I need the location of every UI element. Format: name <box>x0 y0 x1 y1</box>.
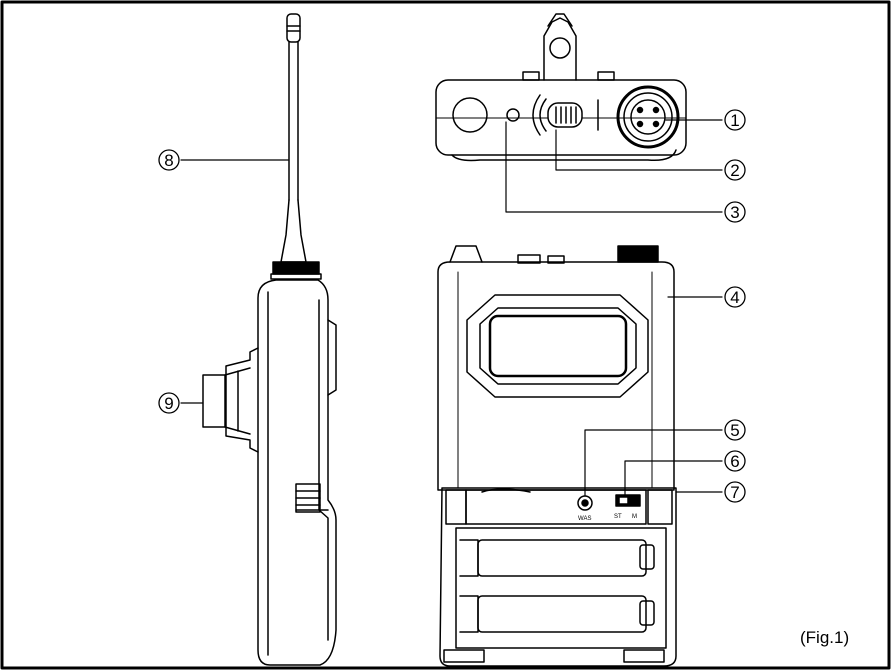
battery-door <box>439 487 677 667</box>
callout-circle-1 <box>724 109 746 131</box>
callout-2: 2 <box>730 161 739 180</box>
callout-circle-4 <box>724 286 746 308</box>
callouts <box>158 109 746 503</box>
switch-label-b: M <box>632 514 637 520</box>
side-view <box>202 13 337 666</box>
antenna-collar <box>272 261 320 275</box>
figure-label: (Fig.1) <box>800 628 850 647</box>
side-button <box>327 319 337 396</box>
front-body <box>437 261 675 491</box>
top-mic-connector <box>616 85 680 149</box>
battery-1 <box>477 539 647 577</box>
top-jack <box>452 97 488 133</box>
top-power-switch <box>547 102 583 128</box>
front-top-connector <box>617 245 659 263</box>
front-display-window <box>466 294 649 398</box>
callout-circle-5 <box>724 419 746 441</box>
callout-circle-3 <box>724 201 746 223</box>
callout-1: 1 <box>730 111 739 130</box>
battery-tray <box>455 527 667 649</box>
callout-circle-8 <box>158 149 180 171</box>
callout-circle-6 <box>724 450 746 472</box>
callout-circle-2 <box>724 159 746 181</box>
switch-label-a: ST <box>614 514 622 520</box>
callout-7: 7 <box>730 483 739 502</box>
callout-3: 3 <box>730 203 739 222</box>
callout-4: 4 <box>730 288 739 307</box>
top-led <box>506 108 520 122</box>
knob-label: WAS <box>578 516 591 522</box>
side-body <box>257 279 337 666</box>
front-view <box>437 245 677 667</box>
leader-lines <box>180 119 723 497</box>
antenna-base <box>280 199 307 263</box>
antenna-tip <box>286 13 301 43</box>
top-clip <box>543 17 577 81</box>
callout-circle-9 <box>158 392 180 414</box>
battery-2 <box>477 595 647 633</box>
callout-6: 6 <box>730 452 739 471</box>
belt-clip <box>225 347 259 453</box>
callout-9: 9 <box>164 394 173 413</box>
callout-8: 8 <box>164 151 173 170</box>
callout-circle-7 <box>724 481 746 503</box>
callout-5: 5 <box>730 421 739 440</box>
top-view <box>435 13 687 162</box>
